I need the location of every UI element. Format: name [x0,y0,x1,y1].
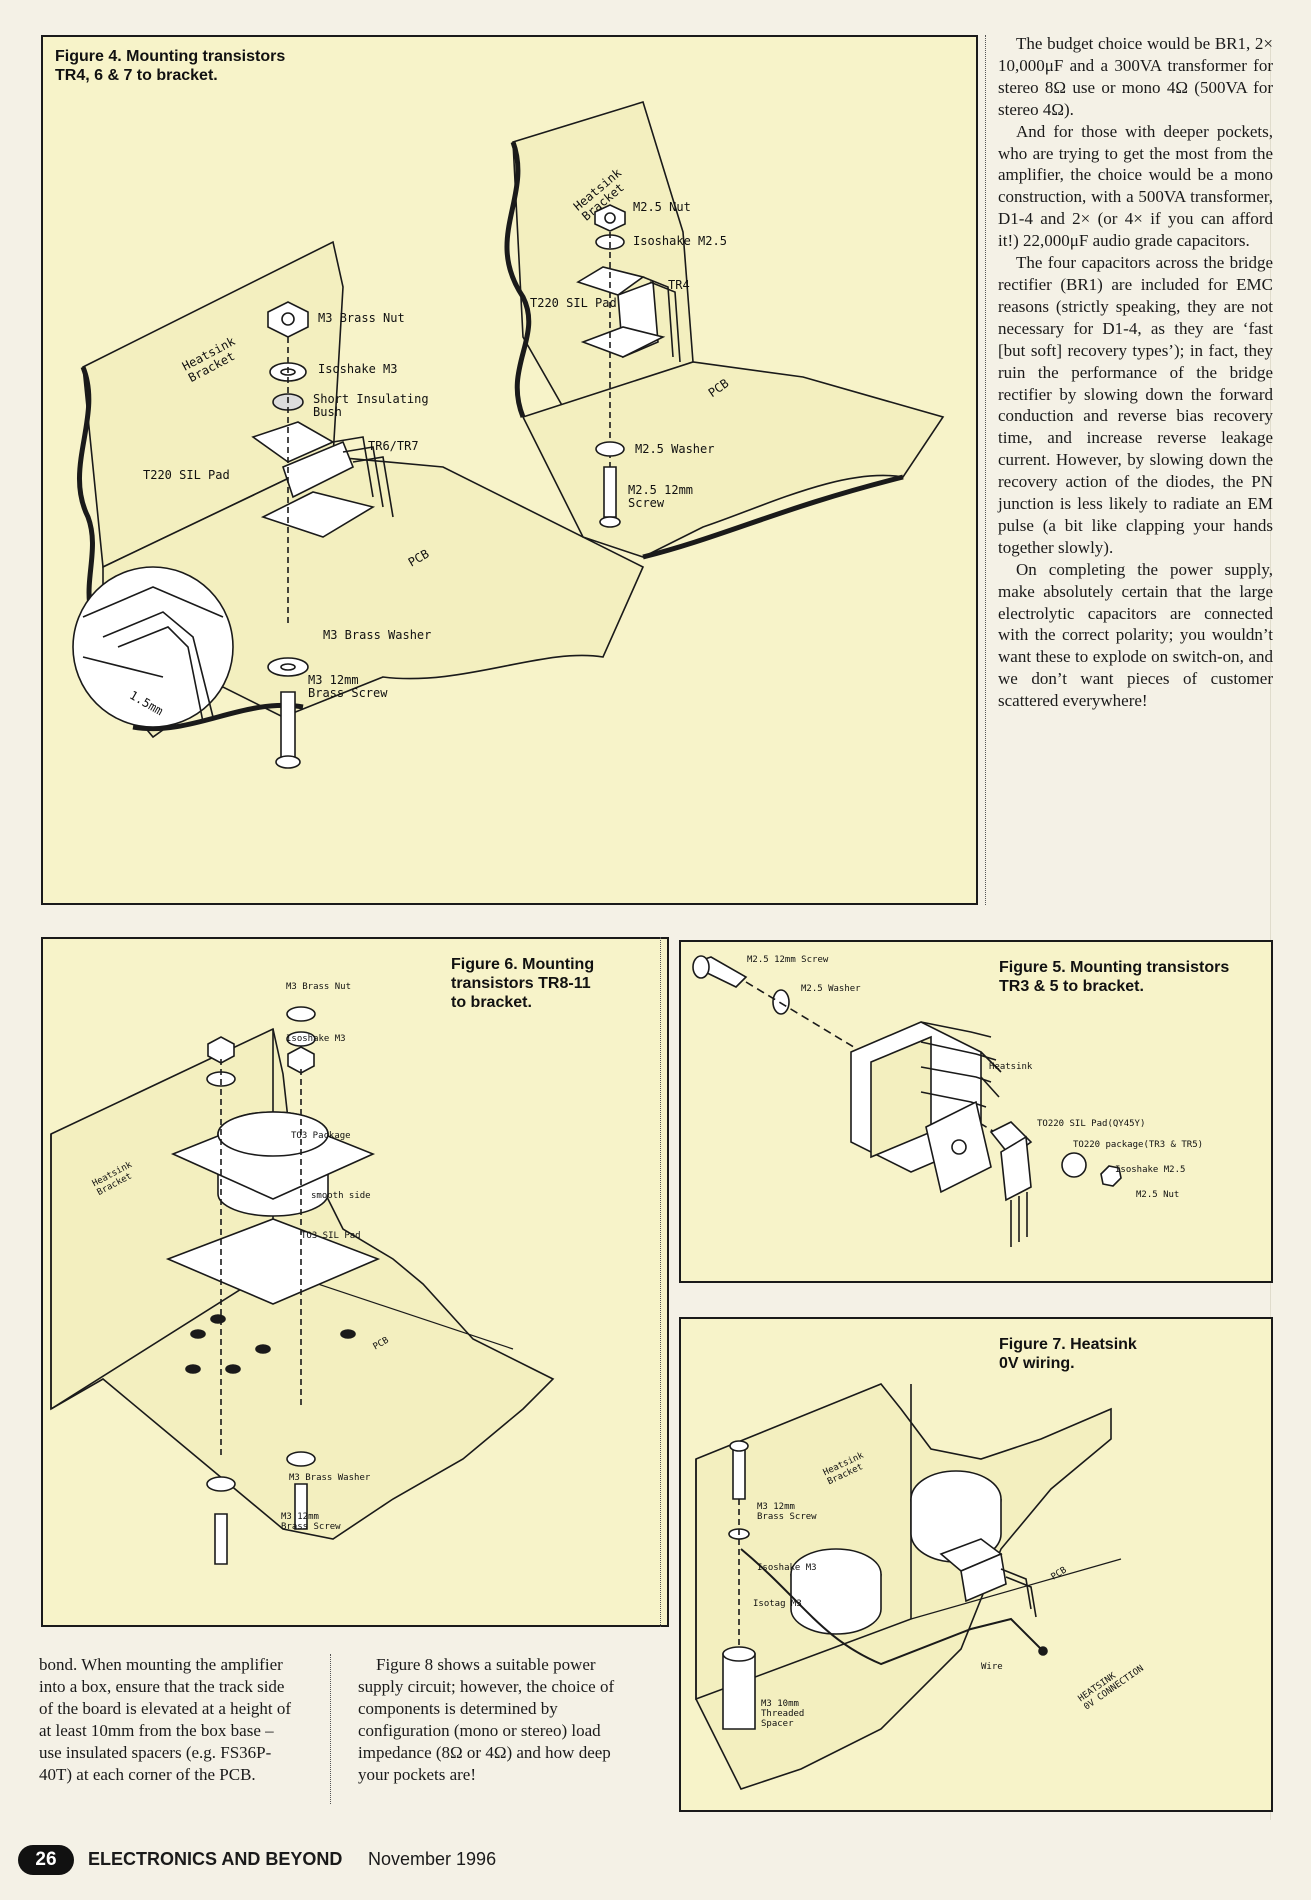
figure-6-drawing [50,1006,555,1565]
figure-4: Figure 4. Mounting transistors TR4, 6 & … [41,35,978,905]
label-t220-sil-pad-left: T220 SIL Pad [143,468,230,482]
label-m25-washer: M2.5 Washer [801,984,861,994]
figure-7: Figure 7. Heatsink 0V wiring. Heatsink B… [679,1317,1273,1812]
paragraph-budget-choice: The budget choice would be BR1, 2× 10,00… [998,34,1273,119]
label-isoshake-m25: Isoshake M2.5 [1115,1165,1186,1175]
label-m3-brass-washer: M3 Brass Washer [323,628,432,642]
right-column-text: The budget choice would be BR1, 2× 10,00… [998,33,1273,712]
bottom-left-text: bond. When mounting the amplifier into a… [39,1654,299,1785]
label-m3-brass-nut: M3 Brass Nut [286,982,352,992]
label-smooth-side: smooth side [311,1191,371,1201]
label-m25-nut: M2.5 Nut [633,200,691,214]
magazine-name: ELECTRONICS AND BEYOND [88,1849,343,1869]
label-isoshake-m25: Isoshake M2.5 [633,234,727,248]
label-short-insulating-bush: Short Insulating Bush [313,392,429,419]
label-m3-brass-washer: M3 Brass Washer [289,1473,371,1483]
label-to220-package: TO220 package(TR3 & TR5) [1073,1140,1204,1150]
label-m3-brass-nut: M3 Brass Nut [318,311,405,325]
figure-5-drawing [692,955,1122,1247]
paragraph-power-supply: On completing the power supply, make abs… [998,559,1273,711]
page-number: 26 [18,1845,74,1875]
label-m3-brass-screw: M3 12mm Brass Screw [757,1502,817,1522]
label-m25-nut: M2.5 Nut [1136,1190,1180,1200]
figure-4-drawing [72,101,945,769]
label-wire: Wire [981,1662,1003,1672]
bottom-middle-text: Figure 8 shows a suitable power supply c… [358,1654,618,1785]
label-heatsink: Heatsink [989,1062,1033,1072]
page-margin-bleed [1270,40,1311,1820]
paragraph-deeper-pockets: And for those with deeper pockets, who a… [998,121,1273,251]
figure-7-title: Figure 7. Heatsink 0V wiring. [999,1336,1137,1372]
figure-6-title: Figure 6. Mounting transistors TR8-11 to… [451,956,595,1011]
label-to220-sil-pad: TO220 SIL Pad(QY45Y) [1037,1119,1146,1129]
figure-7-drawing [695,1383,1122,1790]
label-m25-screw: M2.5 12mm Screw [747,955,829,965]
paragraph-figure-8: Figure 8 shows a suitable power supply c… [358,1655,615,1784]
issue-date: November 1996 [368,1849,497,1869]
figure-5-title: Figure 5. Mounting transistors TR3 & 5 t… [999,959,1230,995]
label-m3-brass-screw: M3 12mm Brass Screw [281,1512,341,1532]
label-tr4: TR4 [668,278,690,292]
label-threaded-spacer: M3 10mm Threaded Spacer [761,1699,805,1729]
label-isotag-m3: Isotag M3 [753,1599,802,1609]
label-isoshake-m3: Isoshake M3 [757,1563,817,1573]
label-m25-screw: M2.5 12mm Screw [628,483,694,510]
figure-4-title: Figure 4. Mounting transistors TR4, 6 & … [55,48,286,84]
column-divider-mid [660,937,661,1627]
label-t220-sil-pad-right: T220 SIL Pad [530,296,617,310]
paragraph-four-capacitors: The four capacitors across the bridge re… [998,253,1273,557]
label-tr6-tr7: TR6/TR7 [368,439,419,453]
label-isoshake-m3: Isoshake M3 [286,1034,346,1044]
label-isoshake-m3: Isoshake M3 [318,362,398,376]
label-m3-brass-screw: M3 12mm Brass Screw [308,673,388,700]
column-divider [985,35,986,905]
paragraph-bond: bond. When mounting the amplifier into a… [39,1655,292,1784]
label-to3-package: TO3 Package [291,1131,351,1141]
figure-6: Figure 6. Mounting transistors TR8-11 to… [41,937,669,1627]
label-m25-washer: M2.5 Washer [635,442,715,456]
label-to3-sil-pad: TO3 SIL Pad [301,1231,361,1241]
figure-5: Figure 5. Mounting transistors TR3 & 5 t… [679,940,1273,1283]
column-divider-bottom [330,1654,331,1804]
